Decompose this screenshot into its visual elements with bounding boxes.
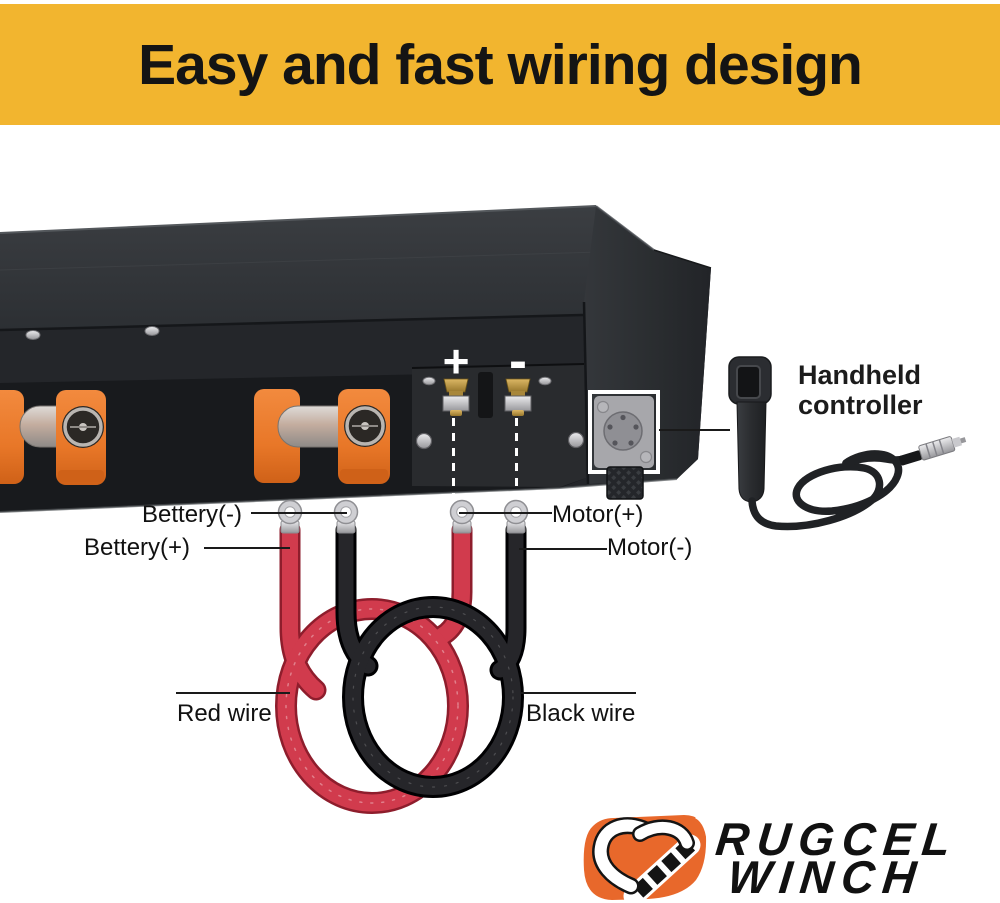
terminal-studs (442, 378, 532, 416)
banner-title: Easy and fast wiring design (138, 32, 863, 97)
controller-socket (588, 390, 660, 474)
red-wire-label: Red wire (177, 700, 272, 727)
black-wire-label: Black wire (526, 700, 636, 727)
battery-lugs (277, 499, 529, 534)
red-wire-leader (176, 692, 290, 694)
wires (275, 519, 527, 814)
controller-cable (748, 450, 915, 531)
gear-knurl (606, 466, 644, 500)
ring-lug (449, 499, 475, 534)
battery-negative-leader (251, 512, 347, 514)
black-wire (335, 519, 527, 798)
negative-terminal-stud (504, 378, 532, 416)
banner: Easy and fast wiring design (0, 4, 1000, 125)
battery-negative-label: Bettery(-) (142, 501, 243, 528)
battery-positive-label: Bettery(+) (84, 534, 191, 561)
handheld-controller (728, 356, 967, 531)
motor-positive-leader (459, 512, 552, 514)
ring-lug (333, 499, 359, 534)
roller-fairlead-left (0, 390, 106, 485)
winch-hook-emblem-icon (582, 815, 712, 903)
black-wire-leader (521, 692, 636, 694)
red-wire (275, 519, 473, 814)
handheld-controller-label-line2: controller (798, 390, 923, 420)
minus-terminal-symbol: - (509, 331, 527, 391)
handheld-controller-label: Handheld controller (798, 360, 923, 420)
motor-negative-leader (519, 548, 607, 550)
battery-positive-leader (204, 547, 290, 549)
ring-lug (503, 499, 529, 534)
plus-terminal-symbol: + (442, 335, 470, 387)
brand-name-line2: WINCH (725, 851, 927, 903)
roller-fairlead-right (254, 389, 390, 484)
handheld-controller-label-line1: Handheld (798, 360, 922, 390)
controller-button (736, 365, 761, 399)
minus-dashed-line (515, 418, 518, 494)
positive-terminal-stud (442, 378, 470, 416)
body-screws (25, 326, 585, 450)
controller-leader (659, 429, 730, 431)
plus-dashed-line (452, 418, 455, 494)
ring-lug (277, 499, 303, 534)
connector-plug (898, 436, 967, 466)
motor-negative-label: Motor(-) (607, 534, 693, 561)
motor-positive-label: Motor(+) (552, 501, 644, 528)
